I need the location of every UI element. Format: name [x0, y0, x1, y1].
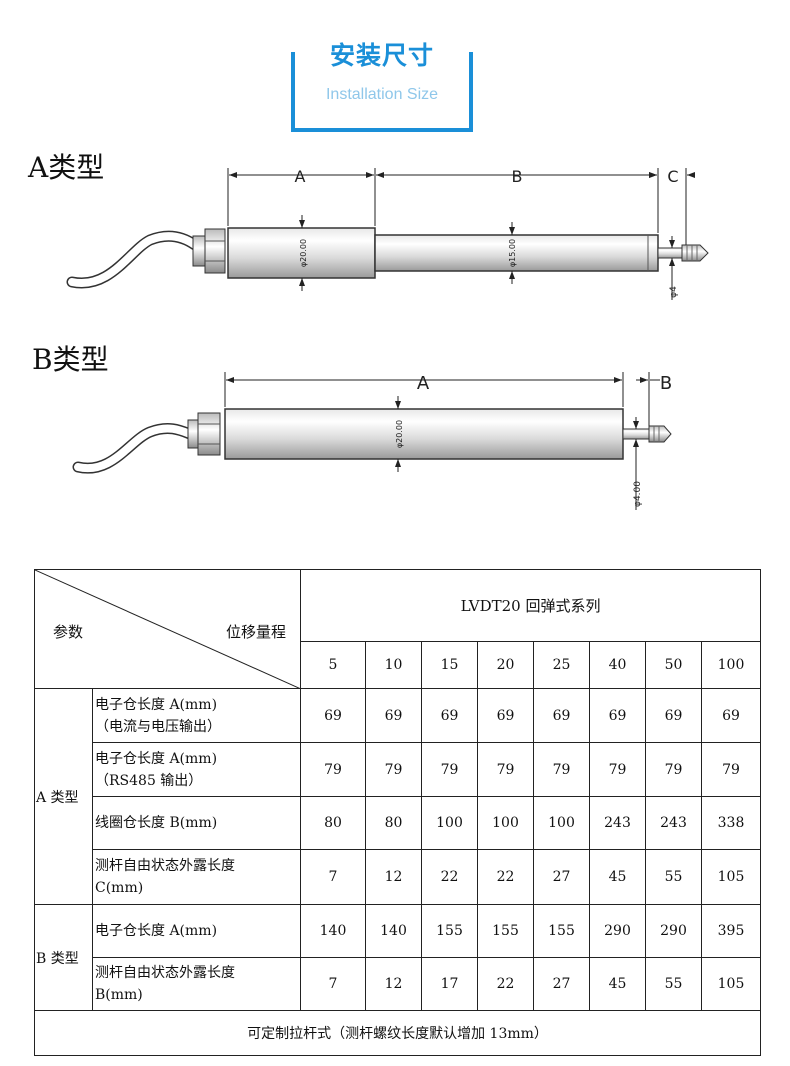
- value-cell: 79: [365, 742, 422, 797]
- series-header: LVDT20 回弹式系列: [299, 569, 762, 642]
- value-cell: 69: [477, 688, 534, 743]
- dia-housing-b: φ20.00: [395, 420, 404, 448]
- value-cell: 155: [533, 904, 590, 958]
- value-cell: 69: [300, 688, 366, 743]
- table-row: A 类型 电子仓长度 A(mm)（电流与电压输出） 69 69 69 69 69…: [34, 688, 762, 905]
- dim-c-label: C: [667, 167, 678, 186]
- value-cell: 105: [700, 849, 762, 905]
- value-cell: 69: [421, 688, 478, 743]
- dim-b-label: B: [512, 167, 523, 186]
- value-cell: 79: [700, 742, 762, 797]
- range-header: 20: [477, 641, 534, 689]
- dia-tube-a: φ15.00: [508, 239, 517, 267]
- value-cell: 243: [645, 796, 702, 850]
- value-cell: 80: [365, 796, 422, 850]
- value-cell: 100: [421, 796, 478, 850]
- corner-left-label: 参数: [53, 623, 84, 641]
- dia-rod-a: φ4: [669, 286, 679, 298]
- table-row: 线圈仓长度 B(mm) 80 80 100 100 100 243 243 33…: [35, 796, 762, 850]
- header-title: 安装尺寸: [329, 41, 434, 70]
- value-cell: 69: [645, 688, 702, 743]
- value-cell: 140: [365, 904, 422, 958]
- value-cell: 79: [300, 742, 366, 797]
- corner-right-label: 位移量程: [225, 623, 286, 641]
- value-cell: 55: [645, 957, 702, 1011]
- value-cell: 155: [421, 904, 478, 958]
- value-cell: 395: [700, 904, 762, 958]
- value-cell: 69: [533, 688, 590, 743]
- table-row: B 类型 电子仓长度 A(mm) 140 140 155 155 155 290…: [34, 904, 762, 1011]
- range-header: 25: [533, 641, 590, 689]
- value-cell: 79: [477, 742, 534, 797]
- range-header: 100: [700, 641, 762, 689]
- value-cell: 55: [645, 849, 702, 905]
- group-type-a: A 类型: [34, 688, 93, 905]
- spec-table: 参数 位移量程 LVDT20 回弹式系列 5 10 15 20 25 40 50…: [33, 569, 762, 1056]
- value-cell: 105: [700, 957, 762, 1011]
- table-row: 电子仓长度 A(mm)（RS485 输出） 79 79 79 79 79 79 …: [35, 742, 762, 797]
- value-cell: 140: [300, 904, 366, 958]
- header-subtitle: Installation Size: [325, 86, 439, 103]
- section-header: 安装尺寸 Installation Size: [291, 41, 473, 132]
- installation-drawing: A B C φ20.00 φ15.00 φ4: [66, 167, 709, 510]
- value-cell: 155: [477, 904, 534, 958]
- table-corner-cell: 参数 位移量程: [34, 569, 301, 689]
- value-cell: 12: [365, 849, 422, 905]
- value-cell: 22: [477, 957, 534, 1011]
- value-cell: 79: [589, 742, 646, 797]
- value-cell: 290: [645, 904, 702, 958]
- table-footer-note: 可定制拉杆式（测杆螺纹长度默认增加 13mm）: [33, 1010, 762, 1056]
- header-frame: [291, 52, 473, 132]
- value-cell: 22: [421, 849, 478, 905]
- row-desc: 电子仓长度 A(mm)（电流与电压输出）: [92, 688, 301, 743]
- value-cell: 243: [589, 796, 646, 850]
- value-cell: 100: [533, 796, 590, 850]
- range-header: 15: [421, 641, 478, 689]
- range-header: 50: [645, 641, 702, 689]
- value-cell: 17: [421, 957, 478, 1011]
- value-cell: 27: [533, 849, 590, 905]
- dim-a-label: A: [295, 167, 306, 186]
- value-cell: 290: [589, 904, 646, 958]
- type-b-label: B类型: [32, 343, 109, 376]
- value-cell: 12: [365, 957, 422, 1011]
- value-cell: 80: [300, 796, 366, 850]
- row-desc: 线圈仓长度 B(mm): [92, 796, 301, 850]
- group-type-b: B 类型: [34, 904, 93, 1011]
- value-cell: 100: [477, 796, 534, 850]
- corner-diagonal: [35, 570, 301, 689]
- type-a-drawing: A B C φ20.00 φ15.00 φ4: [66, 167, 709, 300]
- value-cell: 22: [477, 849, 534, 905]
- value-cell: 27: [533, 957, 590, 1011]
- range-header: 10: [365, 641, 422, 689]
- type-a-label: A类型: [28, 151, 105, 184]
- value-cell: 79: [645, 742, 702, 797]
- range-header: 5: [300, 641, 366, 689]
- value-cell: 45: [589, 957, 646, 1011]
- value-cell: 79: [533, 742, 590, 797]
- value-cell: 69: [365, 688, 422, 743]
- value-cell: 79: [421, 742, 478, 797]
- value-cell: 7: [300, 957, 366, 1011]
- type-b-drawing: A B φ20.00 φ4.00: [72, 372, 672, 510]
- dim-a-label-b: A: [417, 373, 430, 394]
- dia-housing-a: φ20.00: [299, 239, 308, 267]
- row-desc: 电子仓长度 A(mm): [92, 904, 301, 958]
- value-cell: 69: [700, 688, 762, 743]
- value-cell: 45: [589, 849, 646, 905]
- range-header: 40: [589, 641, 646, 689]
- row-desc: 电子仓长度 A(mm)（RS485 输出）: [92, 742, 301, 797]
- value-cell: 338: [700, 796, 762, 850]
- value-cell: 69: [589, 688, 646, 743]
- dim-b-label-b: B: [660, 373, 672, 394]
- value-cell: 7: [300, 849, 366, 905]
- dia-rod-b: φ4.00: [633, 481, 643, 507]
